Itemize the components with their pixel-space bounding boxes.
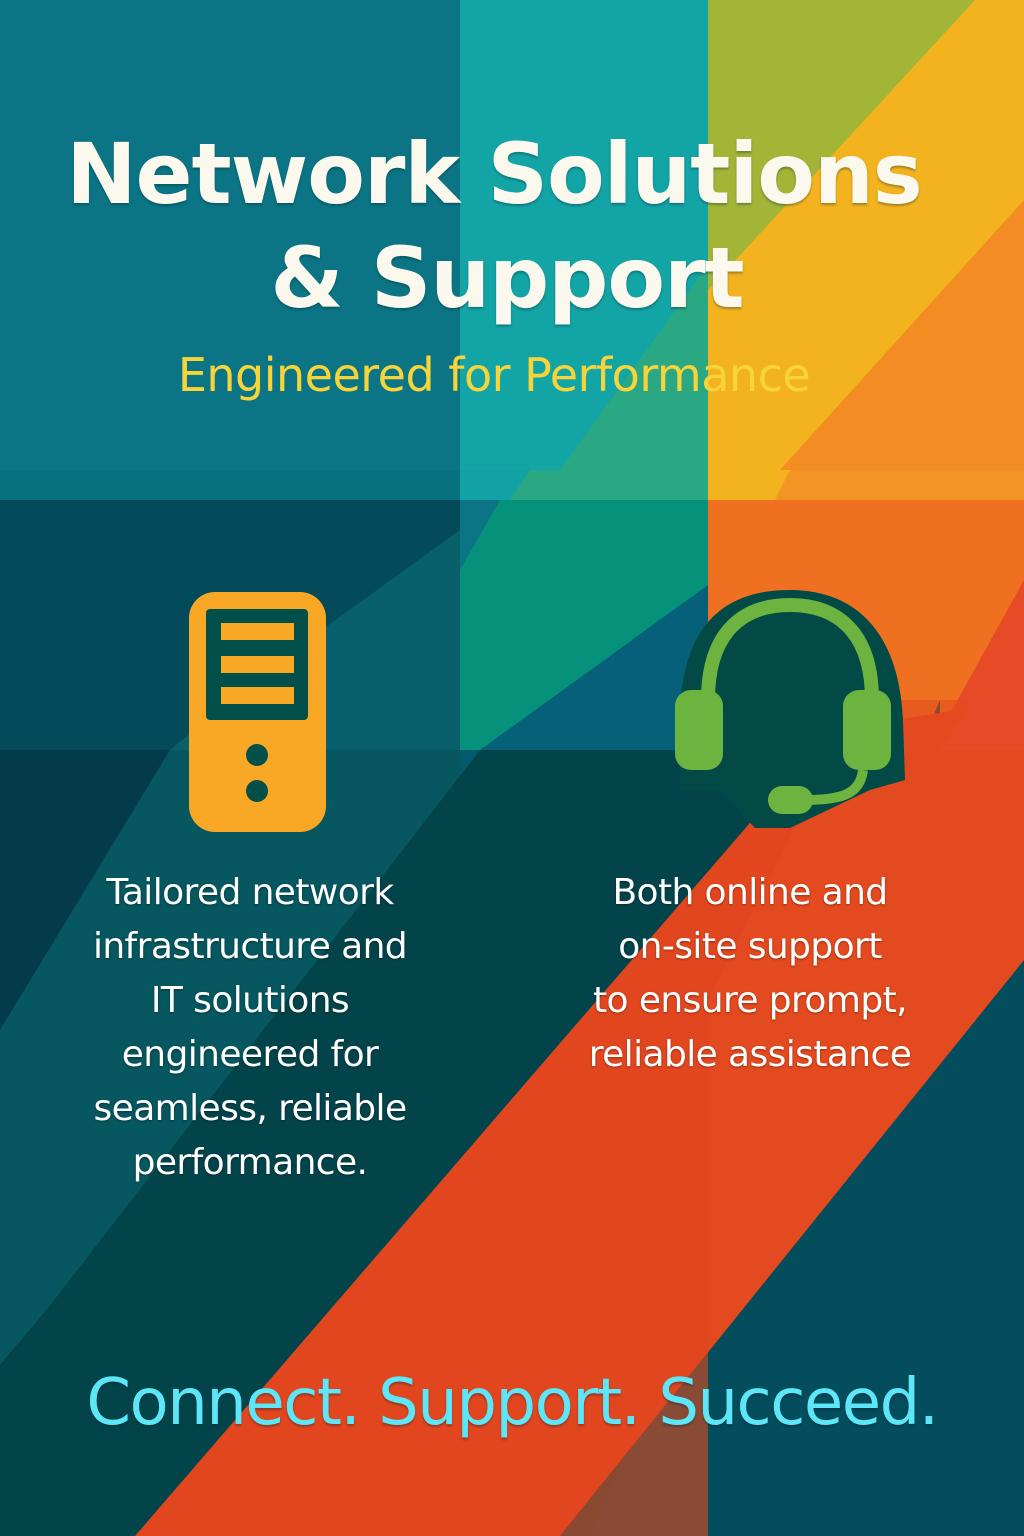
feature-description-support: Both online and on-site support to ensur…: [540, 866, 960, 1082]
feature-line: infrastructure and: [92, 926, 408, 967]
page-title-line1: Network Solutions: [66, 125, 923, 223]
bg-band-tealdark-mid: [460, 500, 500, 570]
bg-strip-right-yellow: [708, 470, 790, 500]
bg-band-redorange-light: [460, 700, 1024, 1536]
feature-line: reliable assistance: [588, 1034, 912, 1075]
server-icon: [189, 592, 326, 832]
page-title-line2: & Support: [270, 229, 744, 327]
tagline: Connect. Support. Succeed.: [86, 1366, 939, 1440]
feature-line: Both online and: [612, 872, 888, 913]
feature-line: on-site support: [618, 926, 882, 967]
feature-line: performance.: [132, 1142, 368, 1183]
bg-col-left-top: [0, 0, 460, 470]
bg-strip-left: [0, 470, 460, 500]
feature-description-network: Tailored network infrastructure and IT s…: [40, 866, 460, 1190]
feature-line: IT solutions: [150, 980, 350, 1021]
feature-line: seamless, reliable: [93, 1088, 407, 1129]
headset-icon: [675, 590, 905, 828]
bg-band-green-top: [560, 265, 708, 470]
page-subtitle: Engineered for Performance: [177, 348, 811, 402]
bg-band-red-mid-right: [940, 620, 1024, 750]
bg-strip-mid-green: [510, 470, 708, 500]
bg-band-orange-top: [780, 200, 1024, 470]
feature-line: to ensure prompt,: [593, 980, 907, 1021]
feature-line: engineered for: [121, 1034, 379, 1075]
bg-band-blue-mid: [480, 585, 708, 750]
bg-band-teal2-left-bottom: [0, 750, 460, 1365]
feature-line: Tailored network: [106, 872, 394, 913]
